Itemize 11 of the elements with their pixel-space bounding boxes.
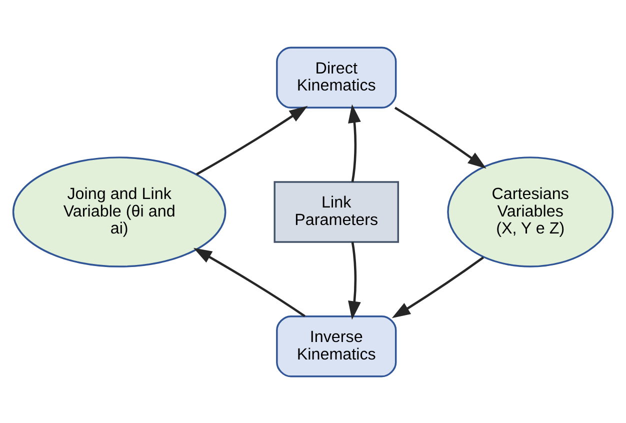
arrow [196, 105, 308, 175]
node-box: Direct Kinematics [276, 46, 397, 108]
node-ellipse: Joing and Link Variable (θi and ai) [12, 156, 226, 267]
arrow [394, 106, 486, 168]
node-box: Inverse Kinematics [276, 314, 397, 377]
arrow [348, 241, 361, 320]
arrow [348, 104, 361, 182]
arrow [193, 247, 306, 317]
arrow [392, 256, 484, 318]
node-box: Link Parameters [274, 180, 400, 242]
node-ellipse: Cartesians Variables (X, Y e Z) [447, 156, 614, 267]
